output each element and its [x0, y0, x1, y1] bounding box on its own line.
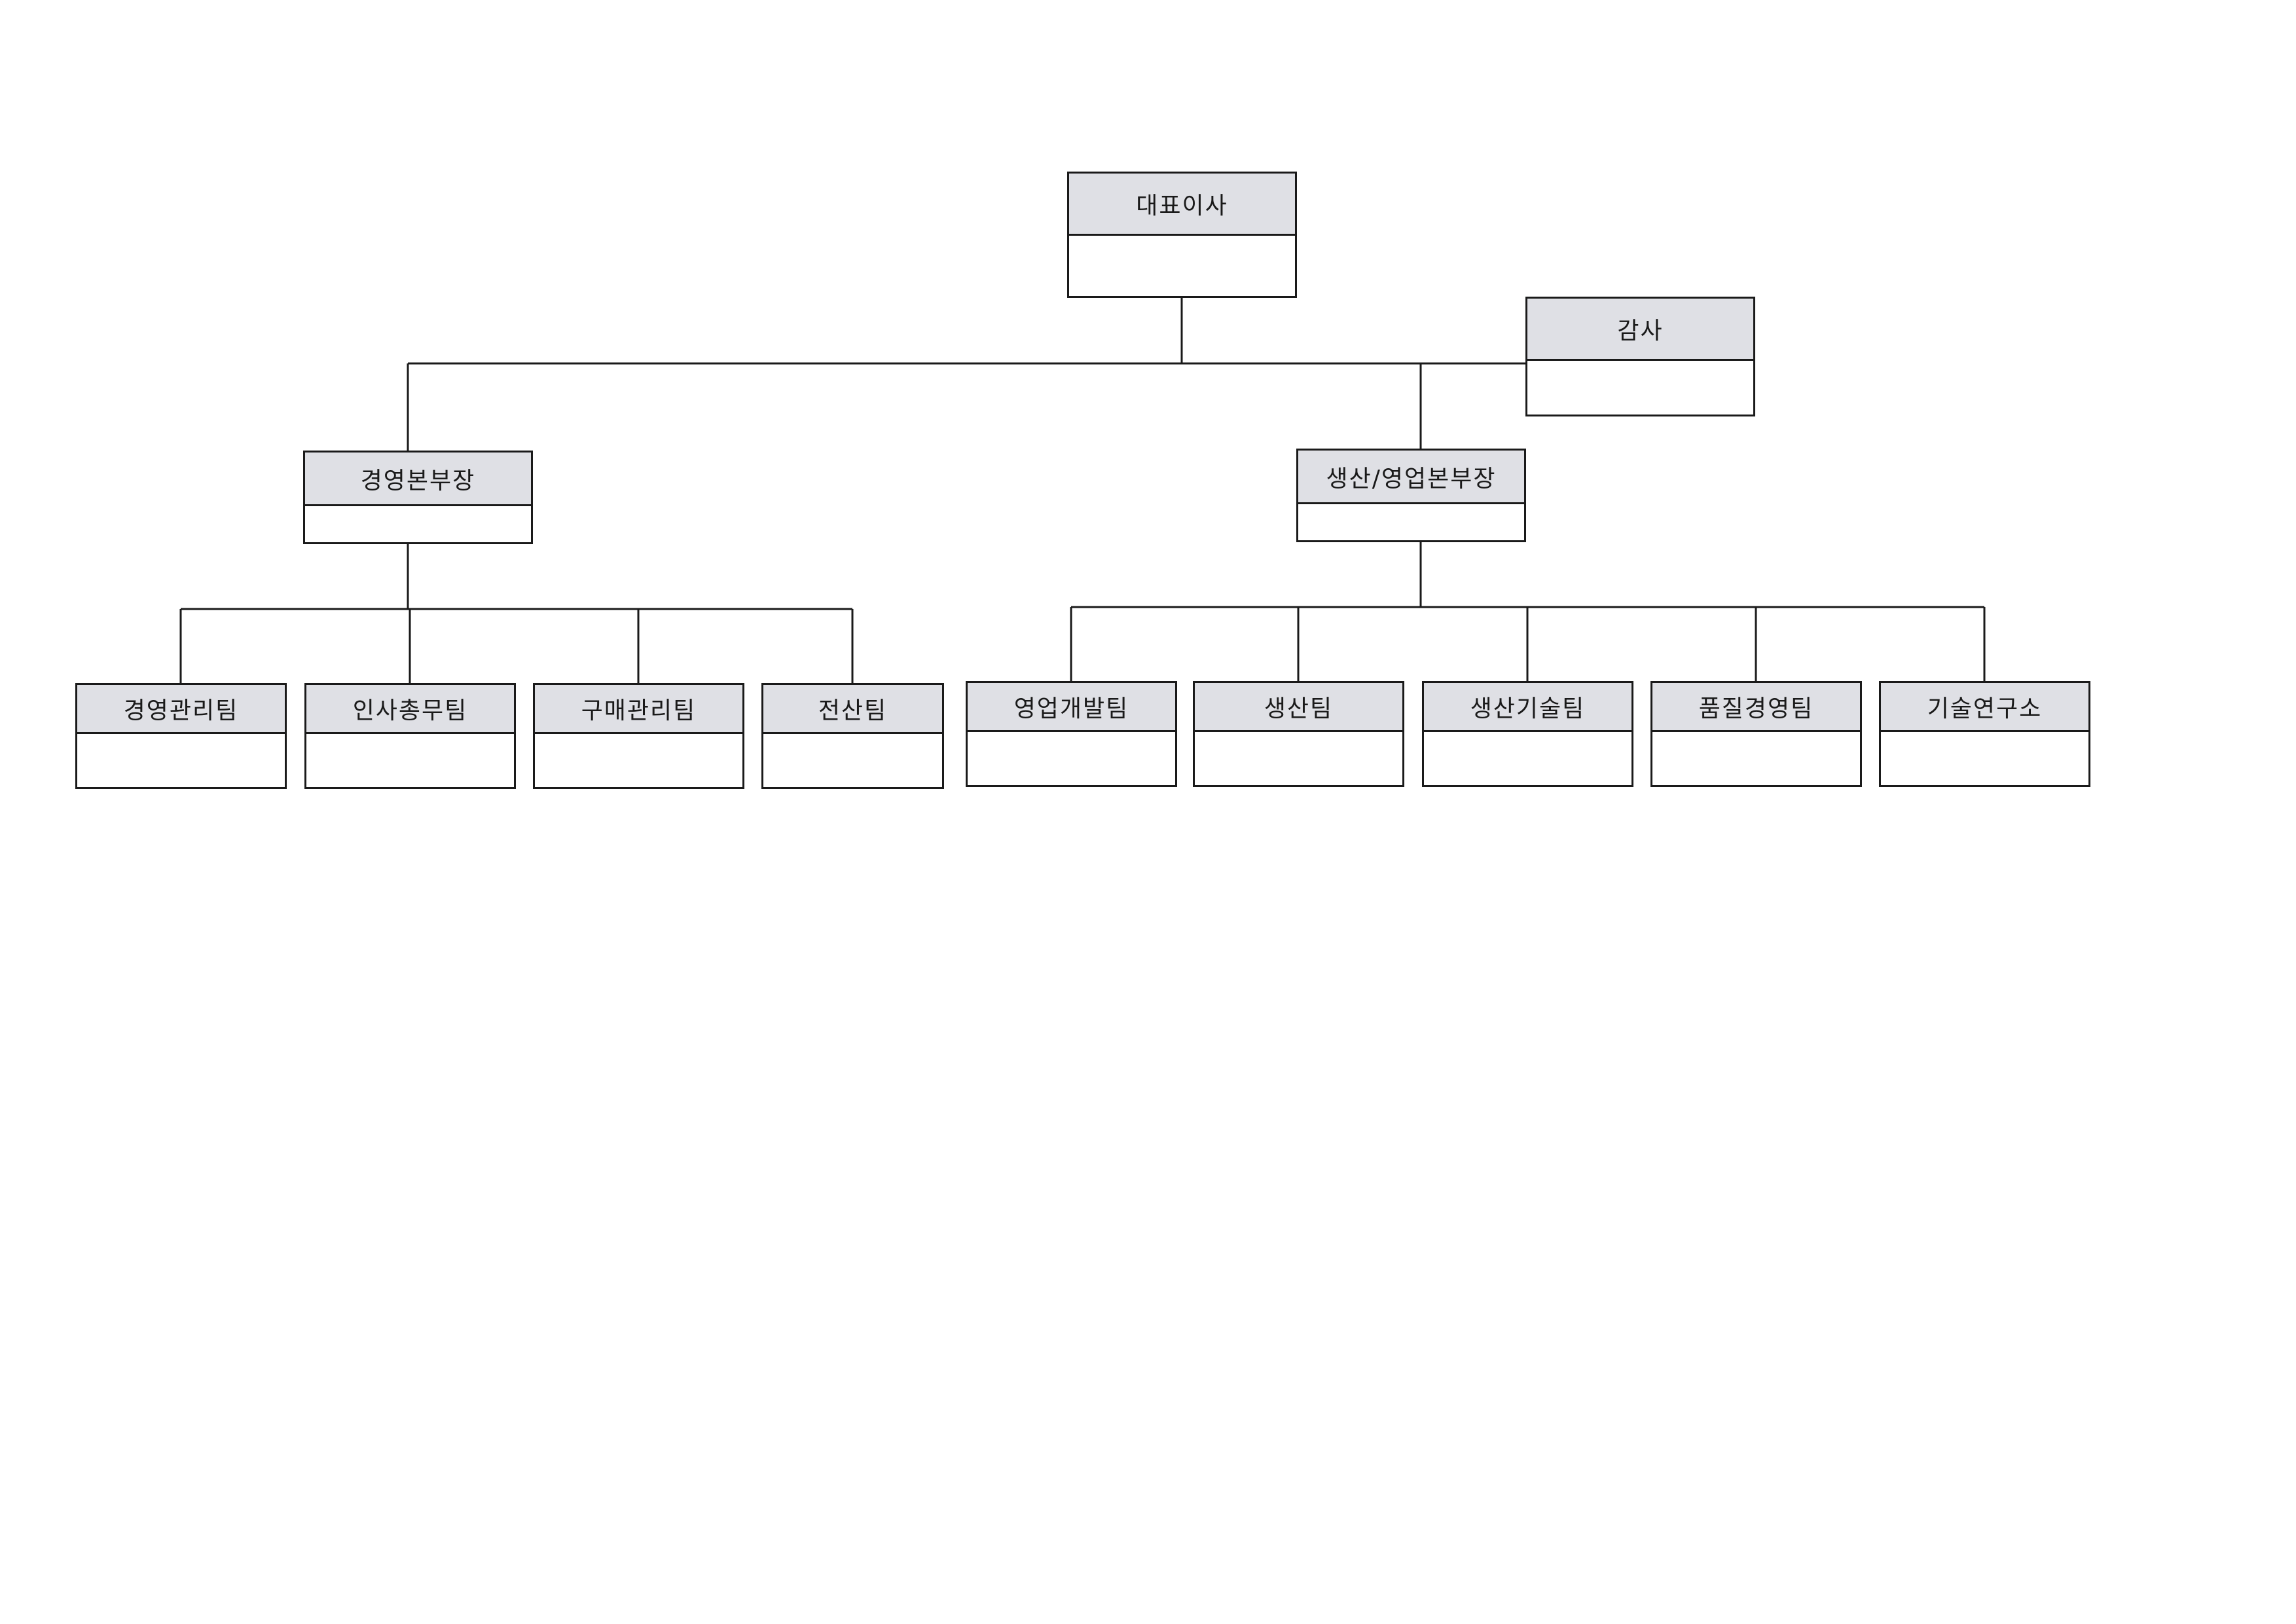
team-body	[306, 734, 514, 787]
node-team-hr-general-affairs: 인사총무팀	[304, 683, 516, 789]
node-audit-label: 감사	[1527, 299, 1753, 361]
team-label: 기술연구소	[1881, 683, 2088, 732]
node-management-division-body	[305, 506, 531, 542]
node-production-sales-division-label: 생산/영업본부장	[1298, 451, 1524, 504]
node-team-purchasing: 구매관리팀	[533, 683, 744, 789]
team-body	[535, 734, 742, 787]
node-production-sales-division: 생산/영업본부장	[1296, 449, 1526, 542]
team-body	[77, 734, 285, 787]
node-team-quality-management: 품질경영팀	[1650, 681, 1862, 787]
node-ceo-body	[1069, 236, 1295, 296]
team-label: 영업개발팀	[968, 683, 1175, 732]
team-label: 경영관리팀	[77, 685, 285, 734]
node-ceo: 대표이사	[1067, 172, 1297, 298]
team-body	[968, 732, 1175, 785]
node-team-management-admin: 경영관리팀	[75, 683, 287, 789]
node-team-it: 전산팀	[761, 683, 944, 789]
team-body	[1652, 732, 1860, 785]
node-audit: 감사	[1525, 297, 1755, 416]
node-team-sales-development: 영업개발팀	[966, 681, 1177, 787]
team-label: 전산팀	[763, 685, 942, 734]
node-audit-body	[1527, 361, 1753, 415]
team-body	[1195, 732, 1402, 785]
team-body	[1424, 732, 1631, 785]
node-ceo-label: 대표이사	[1069, 174, 1295, 236]
node-team-research-lab: 기술연구소	[1879, 681, 2090, 787]
team-label: 생산기술팀	[1424, 683, 1631, 732]
node-team-production: 생산팀	[1193, 681, 1404, 787]
team-label: 생산팀	[1195, 683, 1402, 732]
node-production-sales-division-body	[1298, 504, 1524, 540]
node-management-division: 경영본부장	[303, 451, 533, 544]
team-label: 인사총무팀	[306, 685, 514, 734]
team-body	[763, 734, 942, 787]
team-label: 품질경영팀	[1652, 683, 1860, 732]
node-management-division-label: 경영본부장	[305, 452, 531, 506]
node-team-production-engineering: 생산기술팀	[1422, 681, 1633, 787]
team-label: 구매관리팀	[535, 685, 742, 734]
team-body	[1881, 732, 2088, 785]
